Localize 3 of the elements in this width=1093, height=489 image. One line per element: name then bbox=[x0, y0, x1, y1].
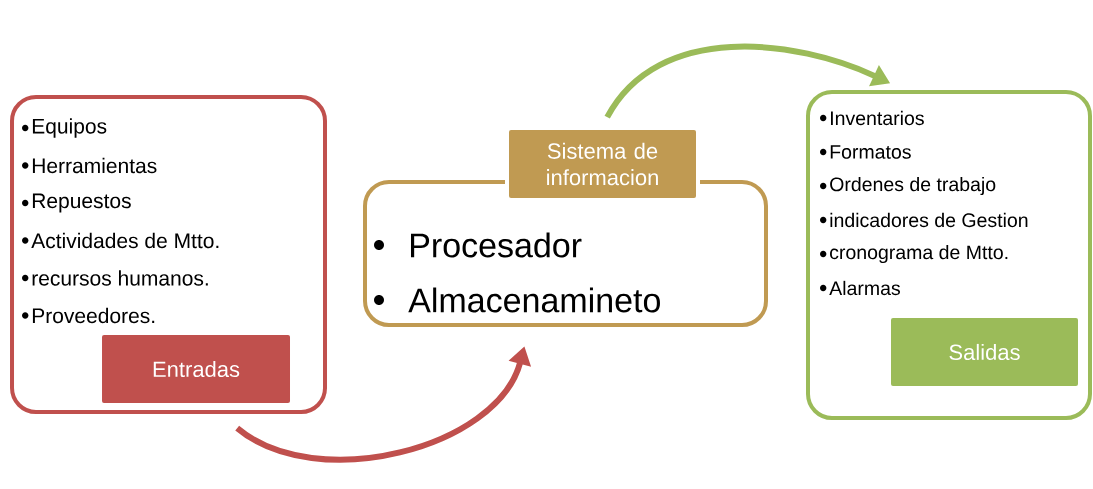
label-box: Sistema de informacion bbox=[505, 126, 700, 202]
label-box: Salidas bbox=[887, 314, 1082, 390]
label-box: Entradas bbox=[98, 331, 294, 407]
